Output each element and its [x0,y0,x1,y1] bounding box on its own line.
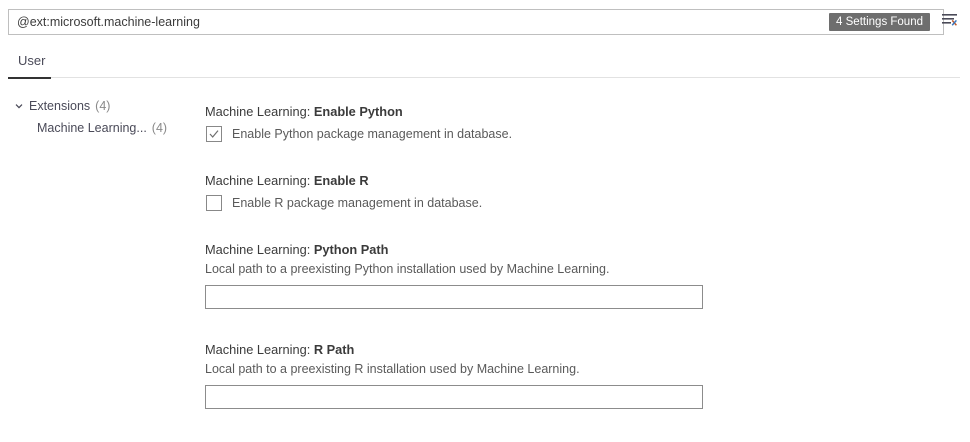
search-box[interactable] [8,9,944,35]
setting-row-r-path: Machine Learning: R Path Local path to a… [205,342,725,409]
search-input[interactable] [9,10,943,34]
toc-item-extensions-label: Extensions [29,99,91,113]
toc-item-machine-learning[interactable]: Machine Learning... (4) [0,117,190,139]
setting-title-enable-r: Machine Learning: Enable R [205,173,725,188]
setting-title-enable-python: Machine Learning: Enable Python [205,104,725,119]
tab-user-label: User [18,53,46,68]
toc-item-machine-learning-count: (4) [151,121,168,135]
toc-item-extensions-count: (4) [95,99,111,113]
setting-title-name: Python Path [313,242,389,257]
setting-title-prefix: Machine Learning: [205,342,314,357]
checkbox-enable-r[interactable] [206,195,222,211]
tab-user[interactable]: User [8,49,55,74]
clear-filter-icon [941,12,958,32]
tab-strip: User [0,45,970,79]
setting-checkbox-enable-python[interactable]: Enable Python package management in data… [205,124,725,144]
setting-checkbox-enable-r[interactable]: Enable R package management in database. [205,193,725,213]
setting-description-python-path: Local path to a preexisting Python insta… [205,262,610,276]
setting-row-python-path: Machine Learning: Python Path Local path… [205,242,725,309]
setting-input-r-path[interactable] [205,385,703,409]
settings-list: Machine Learning: Enable Python Enable P… [205,104,725,442]
tab-strip-divider [8,77,960,78]
setting-title-name: Enable R [313,173,369,188]
settings-search-bar: 4 Settings Found [0,0,970,45]
setting-title-name: R Path [313,342,355,357]
setting-title-prefix: Machine Learning: [205,104,314,119]
setting-title-prefix: Machine Learning: [205,173,314,188]
tab-active-indicator [8,77,51,79]
settings-toc: Extensions (4) Machine Learning... (4) [0,95,190,139]
clear-filter-button[interactable] [938,11,960,33]
toc-item-extensions[interactable]: Extensions (4) [0,95,190,117]
setting-row-enable-python: Machine Learning: Enable Python Enable P… [205,104,725,144]
setting-title-name: Enable Python [313,104,403,119]
status-badge: 4 Settings Found [829,13,930,31]
setting-row-enable-r: Machine Learning: Enable R Enable R pack… [205,173,725,213]
setting-title-prefix: Machine Learning: [205,242,314,257]
setting-input-python-path[interactable] [205,285,703,309]
check-icon [209,130,219,138]
checkbox-label-enable-python: Enable Python package management in data… [232,127,513,141]
setting-title-r-path: Machine Learning: R Path [205,342,725,357]
setting-title-python-path: Machine Learning: Python Path [205,242,725,257]
chevron-down-icon[interactable] [12,99,26,113]
checkbox-enable-python[interactable] [206,126,222,142]
setting-description-r-path: Local path to a preexisting R installati… [205,362,580,376]
toc-item-machine-learning-label: Machine Learning... [37,121,147,135]
checkbox-label-enable-r: Enable R package management in database. [232,196,483,210]
